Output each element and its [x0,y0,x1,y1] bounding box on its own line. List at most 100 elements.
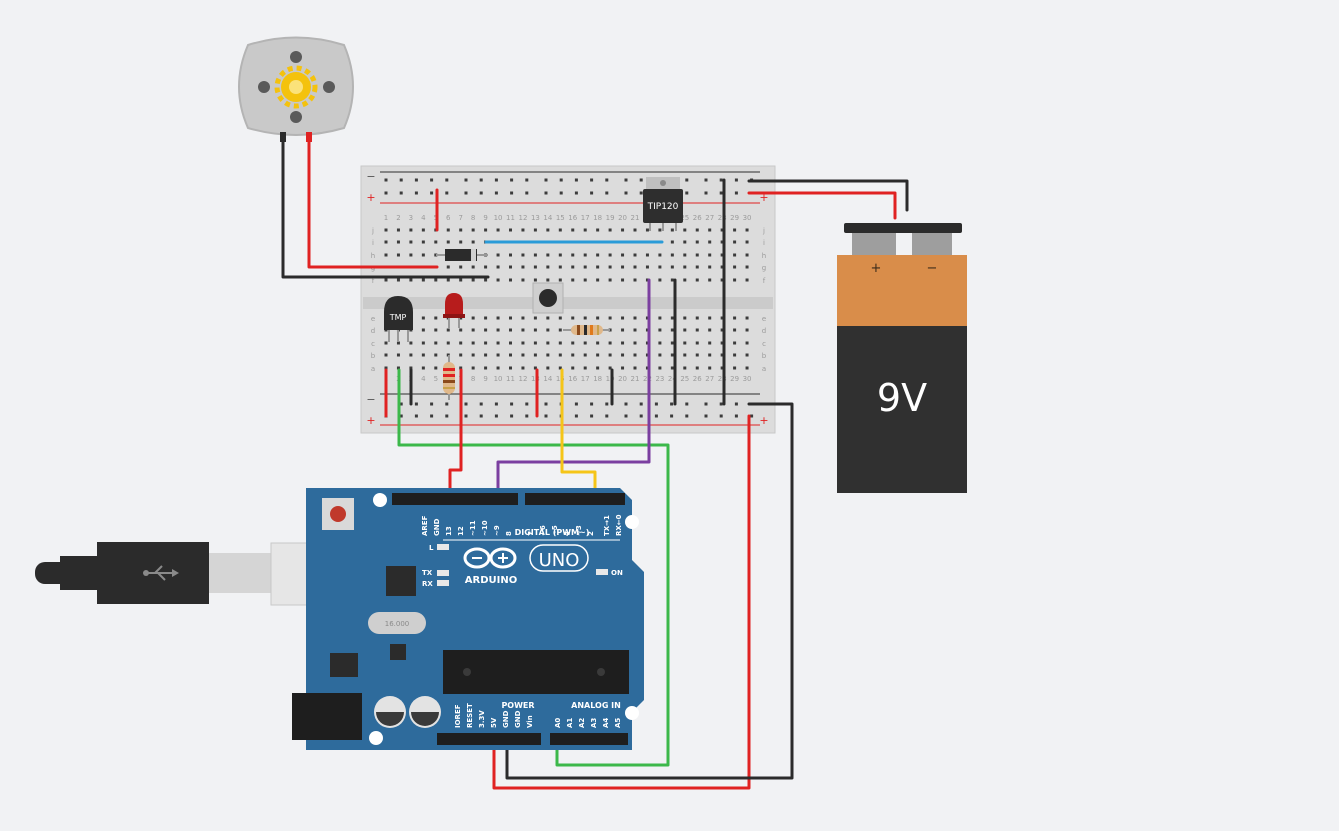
breadboard-hole[interactable] [621,316,625,320]
breadboard-hole[interactable] [494,402,498,406]
breadboard-hole[interactable] [464,402,468,406]
breadboard-hole[interactable] [421,353,425,357]
breadboard-hole[interactable] [533,353,537,357]
breadboard-hole[interactable] [695,328,699,332]
breadboard-hole[interactable] [720,353,724,357]
breadboard-hole[interactable] [708,228,712,232]
breadboard-hole[interactable] [583,366,587,370]
breadboard-hole[interactable] [596,316,600,320]
breadboard-hole[interactable] [479,178,483,182]
breadboard-hole[interactable] [434,253,438,257]
breadboard-hole[interactable] [409,278,413,282]
breadboard-hole[interactable] [708,278,712,282]
push-button[interactable] [532,282,564,314]
breadboard-hole[interactable] [633,278,637,282]
breadboard-hole[interactable] [633,328,637,332]
breadboard-hole[interactable] [745,253,749,257]
breadboard-hole[interactable] [745,265,749,269]
breadboard-hole[interactable] [434,240,438,244]
breadboard-hole[interactable] [683,366,687,370]
breadboard-hole[interactable] [695,316,699,320]
breadboard-hole[interactable] [509,253,512,257]
breadboard-hole[interactable] [396,278,400,282]
breadboard-hole[interactable] [533,328,537,332]
breadboard-hole[interactable] [558,366,562,370]
breadboard-hole[interactable] [704,414,708,418]
breadboard-hole[interactable] [708,366,712,370]
breadboard-hole[interactable] [720,240,724,244]
breadboard-hole[interactable] [733,240,737,244]
breadboard-hole[interactable] [396,253,400,257]
breadboard-hole[interactable] [509,278,512,282]
breadboard-hole[interactable] [521,341,525,345]
breadboard-hole[interactable] [719,402,723,406]
breadboard-hole[interactable] [734,178,738,182]
breadboard-hole[interactable] [459,278,463,282]
breadboard-hole[interactable] [434,328,438,332]
breadboard-hole[interactable] [633,316,637,320]
breadboard-hole[interactable] [719,191,723,195]
breadboard-hole[interactable] [544,191,548,195]
breadboard-hole[interactable] [525,414,529,418]
breadboard-hole[interactable] [409,366,413,370]
breadboard-hole[interactable] [546,228,550,232]
breadboard-hole[interactable] [605,178,609,182]
breadboard-hole[interactable] [521,366,525,370]
breadboard-hole[interactable] [645,328,649,332]
breadboard-hole[interactable] [639,414,643,418]
breadboard-hole[interactable] [708,253,712,257]
breadboard-hole[interactable] [633,265,637,269]
breadboard-hole[interactable] [484,228,488,232]
breadboard-hole[interactable] [521,265,525,269]
breadboard-hole[interactable] [510,402,514,406]
breadboard-hole[interactable] [509,341,512,345]
breadboard-hole[interactable] [484,265,488,269]
red-led[interactable] [443,293,465,328]
breadboard-hole[interactable] [750,414,754,418]
breadboard-hole[interactable] [685,178,689,182]
breadboard-hole[interactable] [546,265,550,269]
breadboard-hole[interactable] [471,328,475,332]
breadboard-hole[interactable] [558,353,562,357]
breadboard-hole[interactable] [396,353,400,357]
breadboard-hole[interactable] [471,341,475,345]
breadboard-hole[interactable] [496,341,500,345]
resistor-horizontal[interactable] [563,325,610,335]
breadboard-hole[interactable] [695,228,699,232]
reset-button[interactable] [322,498,354,530]
breadboard-hole[interactable] [571,253,575,257]
breadboard-hole[interactable] [445,178,449,182]
breadboard-hole[interactable] [745,228,749,232]
breadboard-hole[interactable] [583,316,587,320]
breadboard-hole[interactable] [494,178,498,182]
breadboard-hole[interactable] [733,316,737,320]
breadboard-hole[interactable] [471,228,475,232]
breadboard-hole[interactable] [484,353,488,357]
breadboard-hole[interactable] [496,265,500,269]
breadboard-hole[interactable] [409,341,413,345]
breadboard-hole[interactable] [521,353,525,357]
breadboard-hole[interactable] [745,366,749,370]
breadboard-hole[interactable] [624,191,628,195]
breadboard-hole[interactable] [559,178,563,182]
breadboard-hole[interactable] [633,228,637,232]
breadboard-hole[interactable] [733,265,737,269]
breadboard-hole[interactable] [571,316,575,320]
breadboard-hole[interactable] [496,278,500,282]
breadboard-hole[interactable] [683,278,687,282]
breadboard-hole[interactable] [633,366,637,370]
breadboard-hole[interactable] [621,353,625,357]
breadboard-hole[interactable] [583,253,587,257]
breadboard-hole[interactable] [421,328,425,332]
breadboard-hole[interactable] [446,278,450,282]
breadboard-hole[interactable] [421,316,425,320]
breadboard-hole[interactable] [574,402,578,406]
diode[interactable] [436,249,488,261]
breadboard-hole[interactable] [608,341,612,345]
breadboard-hole[interactable] [484,328,488,332]
breadboard-hole[interactable] [621,265,625,269]
breadboard-hole[interactable] [654,402,658,406]
breadboard-hole[interactable] [421,240,425,244]
breadboard-hole[interactable] [430,178,434,182]
